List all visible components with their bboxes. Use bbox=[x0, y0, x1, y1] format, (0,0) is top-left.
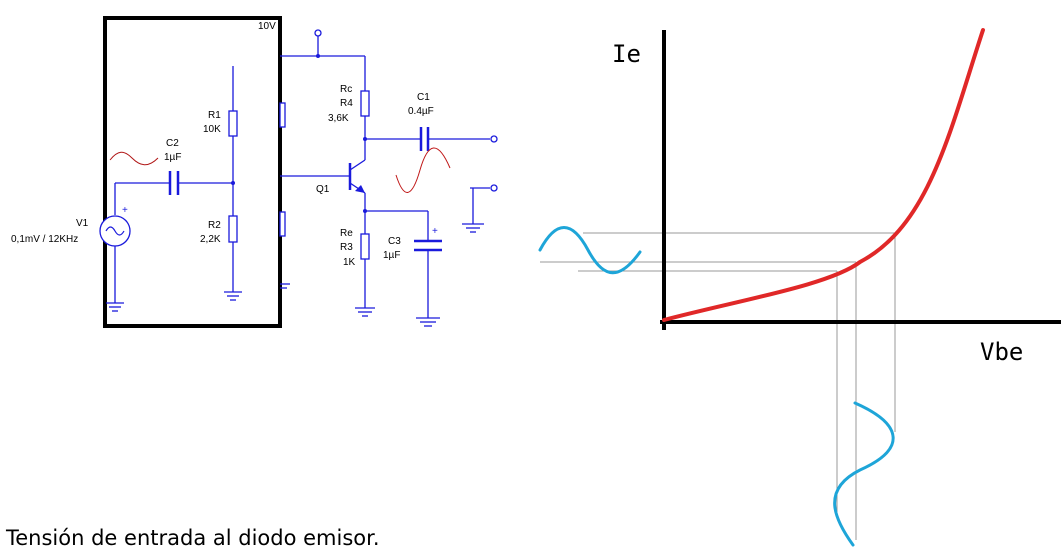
label-rc-name: R4 bbox=[340, 98, 353, 109]
resistor-re bbox=[360, 233, 370, 260]
label-r2-name: R2 bbox=[208, 220, 221, 231]
label-re-value: 1K bbox=[343, 257, 356, 268]
input-wave bbox=[538, 226, 642, 275]
label-v1-value: 0,1mV / 12KHz bbox=[11, 234, 78, 245]
circuit bbox=[99, 16, 498, 328]
label-re-role: Re bbox=[340, 228, 353, 239]
resistor-rc bbox=[360, 90, 370, 117]
label-r1-value: 10K bbox=[203, 124, 221, 135]
label-supply: 10V bbox=[258, 21, 276, 32]
caption: Tensión de entrada al diodo emisor. bbox=[5, 526, 380, 550]
supply-terminal bbox=[314, 29, 322, 37]
label-re-name: R3 bbox=[340, 242, 353, 253]
label-rc-role: Rc bbox=[340, 84, 352, 95]
projection-guides bbox=[540, 232, 896, 540]
label-c2-name: C2 bbox=[166, 138, 179, 149]
resistor-r2 bbox=[228, 215, 238, 243]
c3-polarity: + bbox=[432, 226, 438, 237]
circuit-labels: 10V Rc R4 3,6K C1 0.4µF Q1 Re R3 1K C3 1… bbox=[11, 21, 438, 268]
highlight-box bbox=[103, 16, 282, 328]
output-wave bbox=[833, 401, 895, 547]
label-c2-value: 1µF bbox=[164, 152, 181, 163]
resistor-r1 bbox=[228, 110, 238, 137]
label-rc-value: 3,6K bbox=[328, 113, 349, 124]
diode-curve bbox=[662, 28, 985, 322]
label-r2-value: 2,2K bbox=[200, 234, 221, 245]
label-r1-name: R1 bbox=[208, 110, 221, 121]
label-c1-value: 0.4µF bbox=[408, 106, 434, 117]
label-c3-value: 1µF bbox=[383, 250, 400, 261]
input-signal-sketch bbox=[109, 151, 159, 166]
output-signal-sketch bbox=[395, 147, 451, 193]
label-v1-name: V1 bbox=[76, 218, 89, 229]
v1-polarity: + bbox=[122, 205, 128, 216]
label-c3-name: C3 bbox=[388, 236, 401, 247]
y-axis-label: Ie bbox=[612, 40, 641, 68]
x-axis-label: Vbe bbox=[980, 338, 1023, 366]
label-c1-name: C1 bbox=[417, 92, 430, 103]
characteristic-graph: Ie Vbe bbox=[538, 28, 1061, 547]
output-terminal bbox=[490, 135, 498, 143]
label-q1: Q1 bbox=[316, 184, 330, 195]
